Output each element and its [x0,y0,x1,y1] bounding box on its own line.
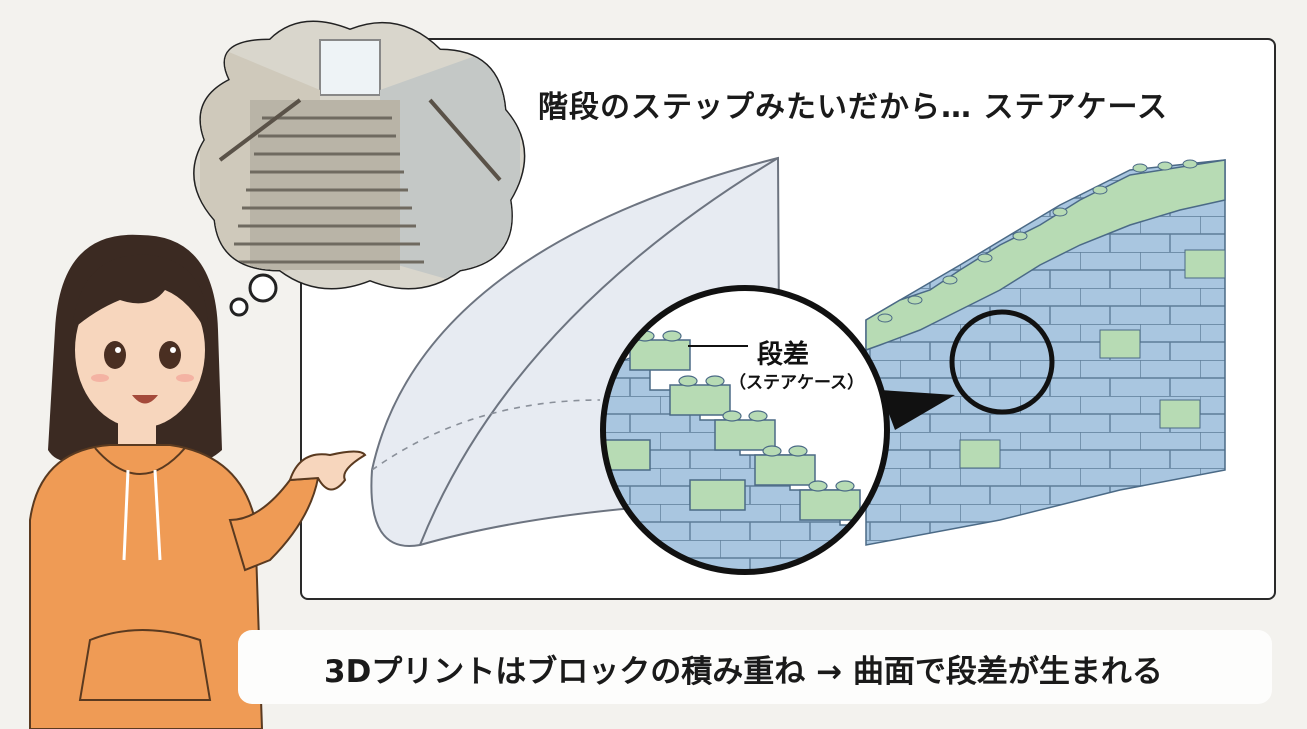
caption-bar [238,630,1272,704]
stairs-illustration [194,22,524,288]
zoom-label: 段差 [757,340,810,370]
thought-bubble-icon [193,20,526,317]
block-stack-shape [865,159,1226,546]
zoom-target-circle [949,309,1055,415]
zoom-sublabel: （ステアケース） [729,373,865,393]
girl-illustration [29,234,367,729]
panel-heading: 階段のステップみたいだから… ステアケース [538,90,1168,125]
caption-text: 3Dプリントはブロックの積み重ね → 曲面で段差が生まれる [324,654,1163,690]
magnifier-icon [600,285,955,575]
